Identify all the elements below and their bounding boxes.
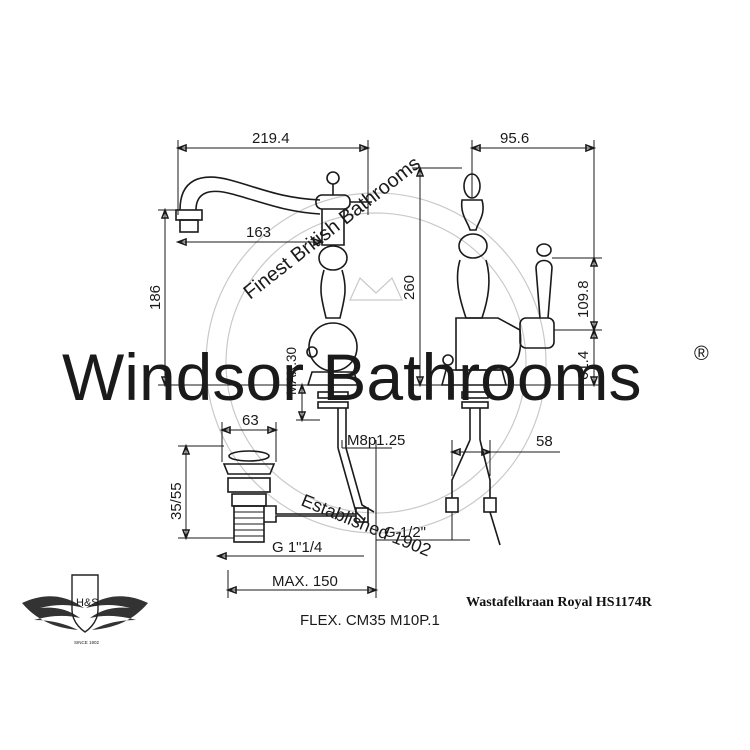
logo-right-wing bbox=[86, 596, 148, 630]
dim-58: 58 bbox=[536, 433, 553, 450]
dim-63: 63 bbox=[242, 412, 259, 429]
dim-max-150: MAX. 150 bbox=[272, 573, 338, 590]
dim-260: 260 bbox=[401, 275, 418, 300]
dim-m8-thread: M8p1.25 bbox=[347, 432, 405, 449]
dim-flex-label: FLEX. CM35 M10P.1 bbox=[300, 612, 440, 629]
dim-186: 186 bbox=[147, 285, 164, 310]
faucet-side-view bbox=[376, 140, 602, 546]
dim-163: 163 bbox=[246, 224, 271, 241]
waste-drain bbox=[178, 422, 379, 598]
logo-left-wing bbox=[22, 596, 84, 630]
dim-35-55: 35/55 bbox=[168, 482, 185, 520]
dim-219-4: 219.4 bbox=[252, 130, 290, 147]
logo-letters: H&S bbox=[76, 597, 99, 609]
logo-since: SINCE 1902 bbox=[74, 640, 100, 645]
dim-109-8: 109.8 bbox=[575, 280, 592, 318]
product-title: Wastafelkraan Royal HS1174R bbox=[466, 595, 652, 610]
dim-g-1-1-4: G 1"1/4 bbox=[272, 539, 322, 556]
dim-61-4: 61.4 bbox=[575, 351, 592, 380]
watermark-brand: Windsor Bathrooms bbox=[62, 340, 642, 414]
watermark-registered: ® bbox=[694, 343, 709, 365]
watermark: Windsor Bathrooms ® Finest British Bathr… bbox=[62, 152, 709, 560]
dim-max-30: MAX.30 bbox=[284, 347, 299, 395]
dim-95-6: 95.6 bbox=[500, 130, 529, 147]
logo-shield bbox=[71, 574, 99, 633]
faucet-front-view bbox=[158, 140, 392, 521]
dim-g-1-2: G 1/2" bbox=[384, 524, 426, 541]
brand-logo: H&S SINCE 1902 bbox=[22, 574, 148, 645]
